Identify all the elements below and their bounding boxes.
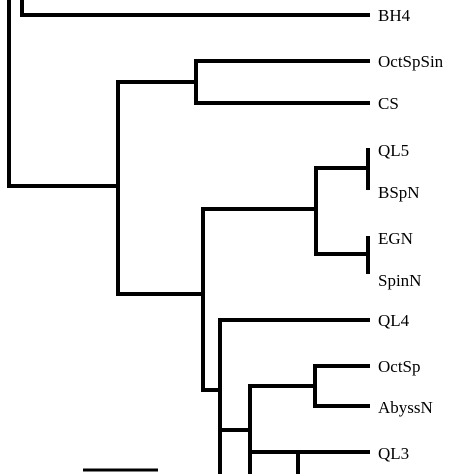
taxon-label-octspsin: OctSpSin [378, 52, 444, 71]
taxon-label-ql3: QL3 [378, 444, 409, 463]
taxon-label-spinn: SpinN [378, 271, 421, 290]
branch-bh4-stem [20, 0, 370, 17]
taxon-label-bh4: BH4 [378, 6, 411, 25]
taxon-label-bspn: BSpN [378, 183, 420, 202]
taxon-label-egn: EGN [378, 229, 413, 248]
root-branch [7, 0, 120, 188]
taxon-label-ql4: QL4 [378, 311, 410, 330]
taxon-label-octsp: OctSp [378, 357, 421, 376]
taxon-label-abyssn: AbyssN [378, 398, 433, 417]
taxon-label-ql5: QL5 [378, 141, 409, 160]
taxon-label-cs: CS [378, 94, 399, 113]
